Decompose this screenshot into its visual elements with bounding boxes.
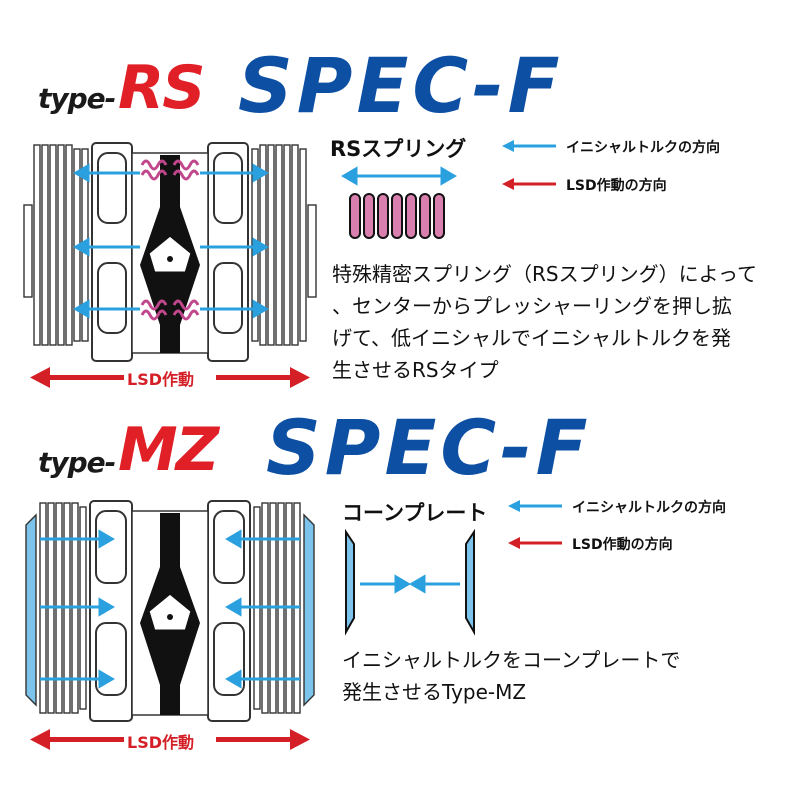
- mz-component-label: コーンプレート: [342, 501, 488, 525]
- rs-description-line-4: 生させるRSタイプ: [332, 358, 499, 382]
- mz-lsd-label: LSD作動: [127, 733, 195, 752]
- mz-initial-torque-arrows: [40, 529, 300, 689]
- mz-cone-right: [465, 528, 475, 636]
- mz-type-prefix: type-: [38, 446, 116, 479]
- mz-legend-initial-arrow: [508, 500, 562, 512]
- rs-spec-title: SPEC-F: [238, 41, 564, 130]
- mz-cone-plates: [25, 513, 315, 707]
- mz-diagram: [25, 500, 315, 753]
- rs-diagram: [23, 142, 317, 391]
- rs-center-body: [131, 152, 209, 354]
- rs-initial-torque-arrows: [73, 163, 269, 319]
- rs-component-label: RSスプリング: [330, 137, 467, 161]
- rs-spring-icon-arrow: [341, 166, 457, 186]
- mz-cone-icon: [345, 528, 475, 636]
- rs-legend-initial-text: イニシャルトルクの方向: [566, 140, 720, 156]
- rs-type-prefix: type-: [38, 82, 116, 115]
- mz-cone-icon-arrows: [360, 574, 460, 594]
- rs-description-line-3: げて、低イニシャルでイニシャルトルクを発: [332, 326, 731, 350]
- mz-spec-title: SPEC-F: [266, 403, 592, 492]
- rs-legend-initial-arrow: [502, 140, 556, 152]
- rs-spring-icon: [341, 166, 457, 239]
- mz-legend-initial-text: イニシャルトルクの方向: [572, 500, 726, 516]
- mz-description: イニシャルトルクをコーンプレートで 発生させるType-MZ: [342, 644, 782, 708]
- mz-legend-lsd-arrow: [508, 537, 562, 549]
- rs-lsd-arrow: [30, 365, 310, 391]
- mz-type-name: MZ: [118, 415, 219, 485]
- rs-legend-lsd-arrow: [502, 178, 556, 190]
- rs-legend-lsd-text: LSD作動の方向: [566, 178, 667, 194]
- rs-spring-coils: [349, 193, 445, 239]
- mz-description-line-1: イニシャルトルクをコーンプレートで: [342, 648, 681, 672]
- mz-center-body: [131, 510, 209, 716]
- mz-lsd-arrow: [30, 727, 310, 753]
- rs-description-line-2: 、センターからプレッシャーリングを押し拡: [332, 294, 732, 318]
- mz-cone-left: [345, 528, 355, 636]
- mz-description-line-2: 発生させるType-MZ: [342, 680, 527, 704]
- rs-lsd-label: LSD作動: [127, 370, 195, 389]
- rs-type-name: RS: [118, 53, 205, 123]
- rs-spring-top: [140, 159, 200, 181]
- rs-description: 特殊精密スプリング（RSスプリング）によって 、センターからプレッシャーリングを…: [332, 258, 792, 386]
- mz-pressure-rings: [89, 500, 251, 722]
- mz-title: type- MZ SPEC-F: [38, 410, 778, 486]
- rs-spring-bottom: [140, 299, 200, 321]
- rs-description-line-1: 特殊精密スプリング（RSスプリング）によって: [332, 262, 757, 286]
- mz-legend-lsd-text: LSD作動の方向: [572, 537, 673, 553]
- rs-spec-f-logo: SPEC-F: [238, 48, 658, 124]
- rs-title: type- RS SPEC-F: [38, 48, 778, 124]
